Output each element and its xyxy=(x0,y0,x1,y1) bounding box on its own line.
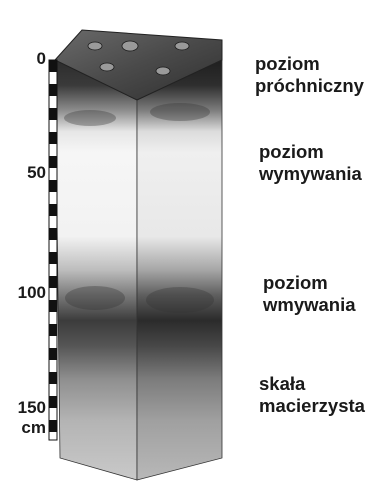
horizon-label-eluvial-line2: wymywania xyxy=(259,163,362,185)
horizon-label-eluvial: poziom wymywania xyxy=(259,141,362,185)
depth-tick-100: 100 xyxy=(2,284,46,302)
horizon-label-humus-line1: poziom xyxy=(255,53,364,75)
horizon-label-parent-rock-line1: skała xyxy=(259,373,365,395)
depth-unit-label: cm xyxy=(2,419,46,437)
horizon-label-illuvial-line1: poziom xyxy=(263,272,356,294)
horizon-label-parent-rock-line2: macierzysta xyxy=(259,395,365,417)
horizon-label-eluvial-line1: poziom xyxy=(259,141,362,163)
soil-block-side-face xyxy=(137,60,222,480)
depth-tick-50: 50 xyxy=(2,164,46,182)
horizon-label-illuvial: poziom wmywania xyxy=(263,272,356,316)
horizon-label-parent-rock: skała macierzysta xyxy=(259,373,365,417)
horizon-label-humus-line2: próchniczny xyxy=(255,75,364,97)
depth-tick-150: 150 xyxy=(2,399,46,417)
horizon-label-illuvial-line2: wmywania xyxy=(263,294,356,316)
depth-ruler xyxy=(49,60,57,440)
depth-tick-0: 0 xyxy=(2,50,46,68)
horizon-label-humus: poziom próchniczny xyxy=(255,53,364,97)
